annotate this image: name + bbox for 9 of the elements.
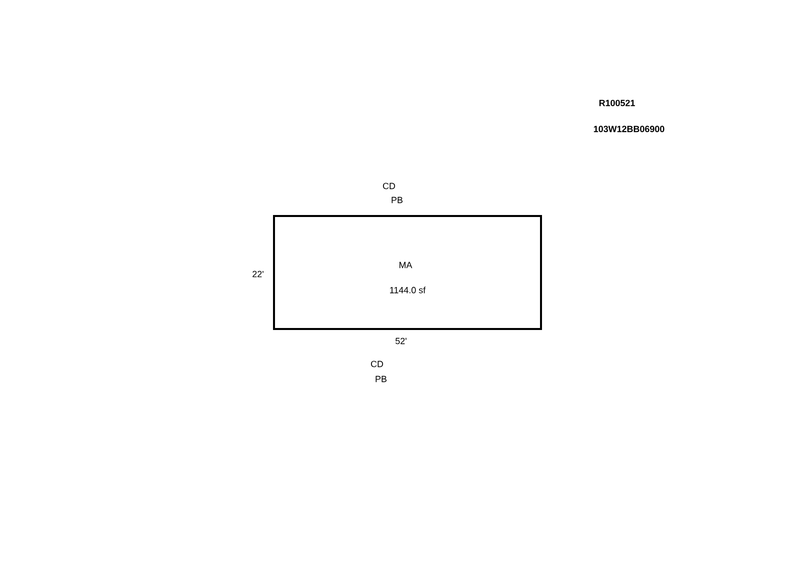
side-code: CD bbox=[370, 360, 384, 368]
side-code: PB bbox=[392, 196, 403, 204]
parcel-id: R100521 bbox=[599, 100, 635, 106]
side-code: CD bbox=[382, 182, 396, 190]
parcel-number: 103W12BB06900 bbox=[594, 126, 664, 132]
area-rectangle: MA 1144.0 sf bbox=[273, 215, 542, 330]
side-code: PB bbox=[376, 376, 387, 382]
dimension-label: 52' bbox=[396, 338, 406, 344]
dimension-label: 22' bbox=[252, 270, 264, 278]
